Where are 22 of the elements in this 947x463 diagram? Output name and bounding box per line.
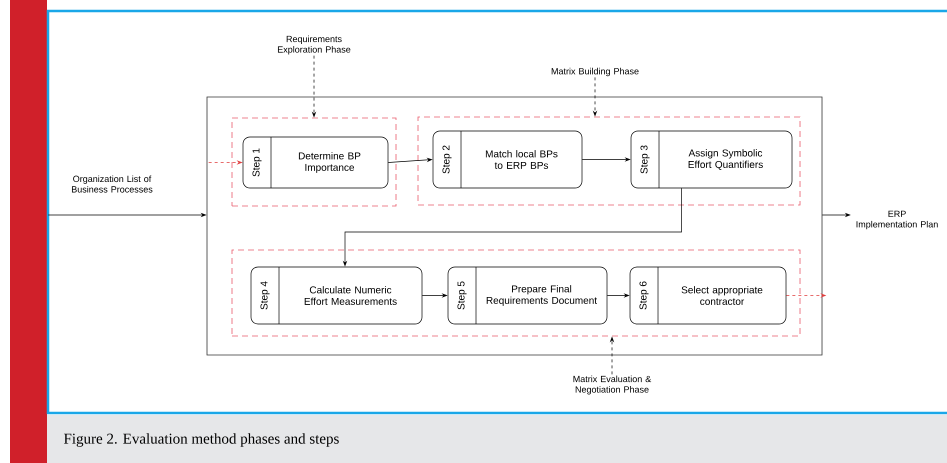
phase-label: Matrix Building Phase xyxy=(552,68,639,76)
phase-box xyxy=(232,250,800,336)
caption: Figure 2. Evaluation method phases and steps xyxy=(64,433,339,447)
phase-label: Organization List of Business Processes xyxy=(72,175,152,193)
phase-label: Matrix Evaluation & Negotiation Phase xyxy=(573,376,652,394)
step-description: Match local BPs to ERP BPs xyxy=(486,150,558,169)
step-description: Determine BP Importance xyxy=(298,152,360,173)
step-description: Assign Symbolic Effort Quantifiers xyxy=(688,149,763,170)
step-label: Step 5 xyxy=(457,281,467,310)
step-description: Select appropriate contractor xyxy=(682,286,762,305)
phase-box xyxy=(232,118,396,206)
step-description: Calculate Numeric Effort Measurements xyxy=(304,286,397,305)
step-label: Step 1 xyxy=(252,148,262,176)
step-label: Step 2 xyxy=(442,146,452,174)
phase-label: ERP Implementation Plan xyxy=(856,210,938,230)
step-description: Prepare Final Requirements Document xyxy=(486,285,597,306)
step-label: Step 6 xyxy=(639,282,649,310)
step-label: Step 3 xyxy=(640,146,650,174)
process-frame xyxy=(206,96,822,356)
phase-box xyxy=(418,116,800,206)
step-label: Step 4 xyxy=(260,281,270,310)
phase-label: Requirements Exploration Phase xyxy=(278,36,350,54)
